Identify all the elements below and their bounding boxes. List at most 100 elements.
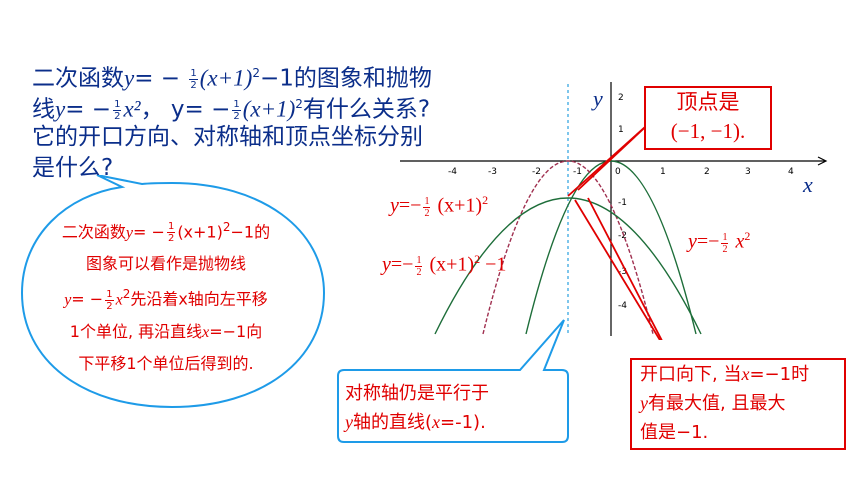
c1-sup: 2 [482, 193, 489, 207]
m1b: =−1时 [749, 364, 810, 385]
frac-den: 2 [424, 207, 430, 219]
frac-num: 1 [721, 231, 729, 244]
c1-y: y [390, 194, 399, 217]
axis-callout-shape [337, 319, 569, 443]
axis-end: =-1). [440, 412, 486, 433]
m2y: y [640, 393, 648, 413]
m1x: x [741, 364, 750, 384]
max-pointer-2 [587, 197, 663, 340]
x-tick-1: 1 [660, 167, 666, 177]
max-line-2: y有最大值, 且最大 [640, 389, 844, 418]
y-tick-neg1: -1 [618, 198, 627, 208]
c3-eq: =− [696, 230, 720, 253]
c3-x: x [735, 230, 745, 253]
y-axis-label: y [593, 86, 603, 111]
frac-den: 2 [167, 233, 175, 245]
bubble-line-5: 下平移1个单位后得到的. [78, 353, 254, 373]
q1-eq: = − [134, 65, 181, 92]
bubble-line-2: 图象可以看作是抛物线 [85, 254, 246, 274]
q1-paren: (x+1) [199, 65, 253, 91]
bubble-outline [20, 175, 326, 409]
y-tick-1: 1 [618, 125, 624, 135]
c3-sup: 2 [744, 229, 751, 243]
q1-end: −1的图象和抛物 [259, 65, 432, 92]
axis-y: y [345, 412, 353, 432]
x-ticks: -4 -3 -2 -1 0 1 2 3 4 [448, 167, 794, 177]
x-tick-neg3: -3 [488, 167, 497, 177]
b3y: y [64, 291, 72, 309]
c2-rest: (x+1) [429, 253, 475, 276]
vertex-coords: (−1, −1). [670, 119, 746, 143]
frac-den: 2 [722, 243, 728, 255]
y-tick-neg4: -4 [618, 301, 627, 311]
q2-a: 线 [32, 96, 55, 123]
frac-den: 2 [106, 300, 113, 312]
q1-sup: 2 [252, 66, 260, 80]
axis-line-2: y轴的直线(x=-1). [345, 408, 489, 437]
b1y: y [125, 224, 134, 242]
frac-num: 1 [423, 195, 431, 208]
q2-paren: (x+1) [242, 96, 296, 122]
b1d: −1的 [230, 222, 271, 242]
b1sup: 2 [222, 220, 231, 234]
question-line-3: 它的开口方向、对称轴和顶点坐标分别 [32, 124, 423, 150]
frac-den: 2 [190, 79, 197, 91]
axis-line-1: 对称轴仍是平行于 [345, 383, 489, 404]
frac-num: 1 [105, 288, 114, 301]
b3c: x [115, 291, 123, 309]
curve-shifted [434, 197, 702, 335]
frac-den: 2 [114, 110, 121, 122]
b1a: 二次函数 [61, 222, 126, 242]
speech-bubble-shape [20, 175, 326, 409]
max-line-1: 开口向下, 当x=−1时 [640, 360, 844, 389]
y-tick-2: 2 [618, 93, 624, 103]
q2-sup: 2 [295, 97, 303, 111]
x-tick-3: 3 [745, 167, 751, 177]
frac-num: 1 [189, 67, 198, 80]
axis-x: x [432, 412, 441, 432]
axis-callout-outline [337, 319, 569, 443]
frac-num: 1 [113, 98, 122, 111]
vertex-callout: 顶点是 (−1, −1). [644, 86, 772, 150]
frac-den: 2 [416, 266, 422, 278]
b4x: x [202, 323, 210, 341]
frac-num: 1 [415, 254, 423, 267]
x-tick-neg1: -1 [573, 167, 582, 177]
vertex-title: 顶点是 [676, 91, 740, 114]
y-ticks: 2 1 -1 -2 -3 -4 [618, 93, 627, 311]
max-pointer [574, 199, 661, 340]
b1b: = − [133, 222, 165, 242]
m1a: 开口向下, 当 [640, 364, 742, 385]
y-tick-neg3: -3 [618, 267, 627, 277]
c2-sup: 2 [474, 252, 481, 266]
q2-mid: ， y= − [140, 96, 231, 123]
function-graph: -4 -3 -2 -1 0 1 2 3 4 2 1 -1 -2 -3 -4 [400, 82, 828, 340]
b3b: = − [71, 289, 104, 309]
curve-base [525, 160, 697, 335]
x-tick-2: 2 [704, 167, 710, 177]
b3sup: 2 [122, 287, 131, 302]
x-tick-neg4: -4 [448, 167, 457, 177]
axis-callout-text: 对称轴仍是平行于 y轴的直线(x=-1). [345, 380, 489, 437]
frac-den: 2 [233, 110, 240, 122]
q2-y: y [55, 96, 66, 122]
x-axis-label: x [803, 172, 813, 197]
q2-eq: = − [65, 96, 112, 123]
curve-shift-left [482, 160, 654, 335]
q2-end: 有什么关系? [302, 96, 431, 123]
x-tick-neg2: -2 [532, 167, 541, 177]
b4b: =−1向 [209, 321, 263, 341]
